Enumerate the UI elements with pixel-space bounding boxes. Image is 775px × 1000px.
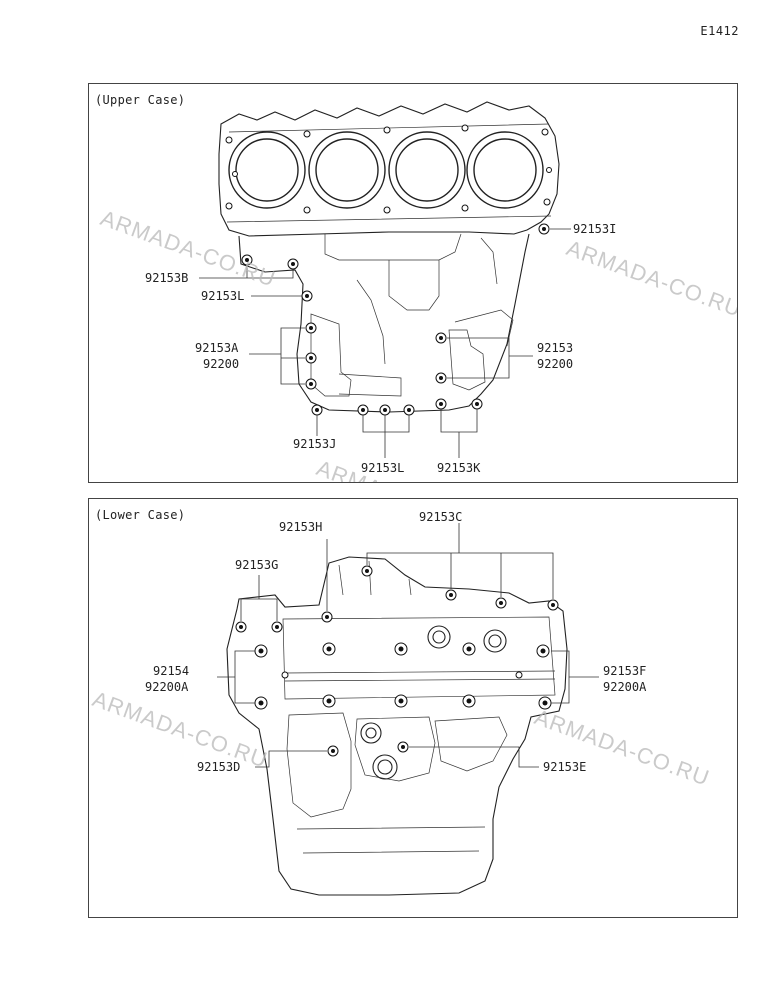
- upper-case-panel: (Upper Case): [88, 83, 738, 483]
- label-92153i: 92153I: [573, 222, 616, 236]
- upper-head-bolts: [225, 124, 552, 214]
- label-92153f: 92153F: [603, 664, 646, 678]
- watermark: ARMADA-CO.RU: [531, 704, 713, 791]
- label-92153e: 92153E: [543, 760, 586, 774]
- upper-case-title: (Upper Case): [95, 93, 186, 107]
- label-92153l-top: 92153L: [201, 289, 244, 303]
- label-92200-right: 92200: [537, 357, 573, 371]
- upper-labeled-bolts: [241, 223, 550, 416]
- page-code: E1412: [700, 24, 739, 38]
- label-92153b: 92153B: [145, 271, 188, 285]
- lower-case-outline: [226, 556, 568, 896]
- lower-case-panel: (Lower Case): [88, 498, 738, 918]
- lower-bolts: [235, 565, 559, 757]
- watermark: ARMADA-CO.RU: [563, 235, 737, 322]
- label-92200a-right: 92200A: [603, 680, 647, 694]
- upper-case-outline: [218, 101, 560, 413]
- lower-case-drawing: 92153C 92153H 92153G 92154 92200A 92153F…: [89, 510, 713, 896]
- watermark: ARMADA-CO.RU: [89, 686, 271, 773]
- label-92153c: 92153C: [419, 510, 462, 524]
- label-92153k: 92153K: [437, 461, 481, 475]
- upper-case-drawing: 92153I 92153B 92153L 92153A 92200 92153 …: [97, 101, 737, 482]
- label-92200-left: 92200: [203, 357, 239, 371]
- lower-leader-lines: [217, 523, 599, 768]
- cylinder-bores: [228, 131, 544, 209]
- label-92153-right: 92153: [537, 341, 573, 355]
- label-92153a: 92153A: [195, 341, 239, 355]
- label-92154: 92154: [153, 664, 189, 678]
- label-92200a-left: 92200A: [145, 680, 189, 694]
- label-92153h: 92153H: [279, 520, 322, 534]
- lower-case-title: (Lower Case): [95, 508, 186, 522]
- label-92153j: 92153J: [293, 437, 336, 451]
- upper-leader-lines: [199, 228, 571, 458]
- label-92153d: 92153D: [197, 760, 240, 774]
- label-92153l-bottom: 92153L: [361, 461, 404, 475]
- label-92153g: 92153G: [235, 558, 278, 572]
